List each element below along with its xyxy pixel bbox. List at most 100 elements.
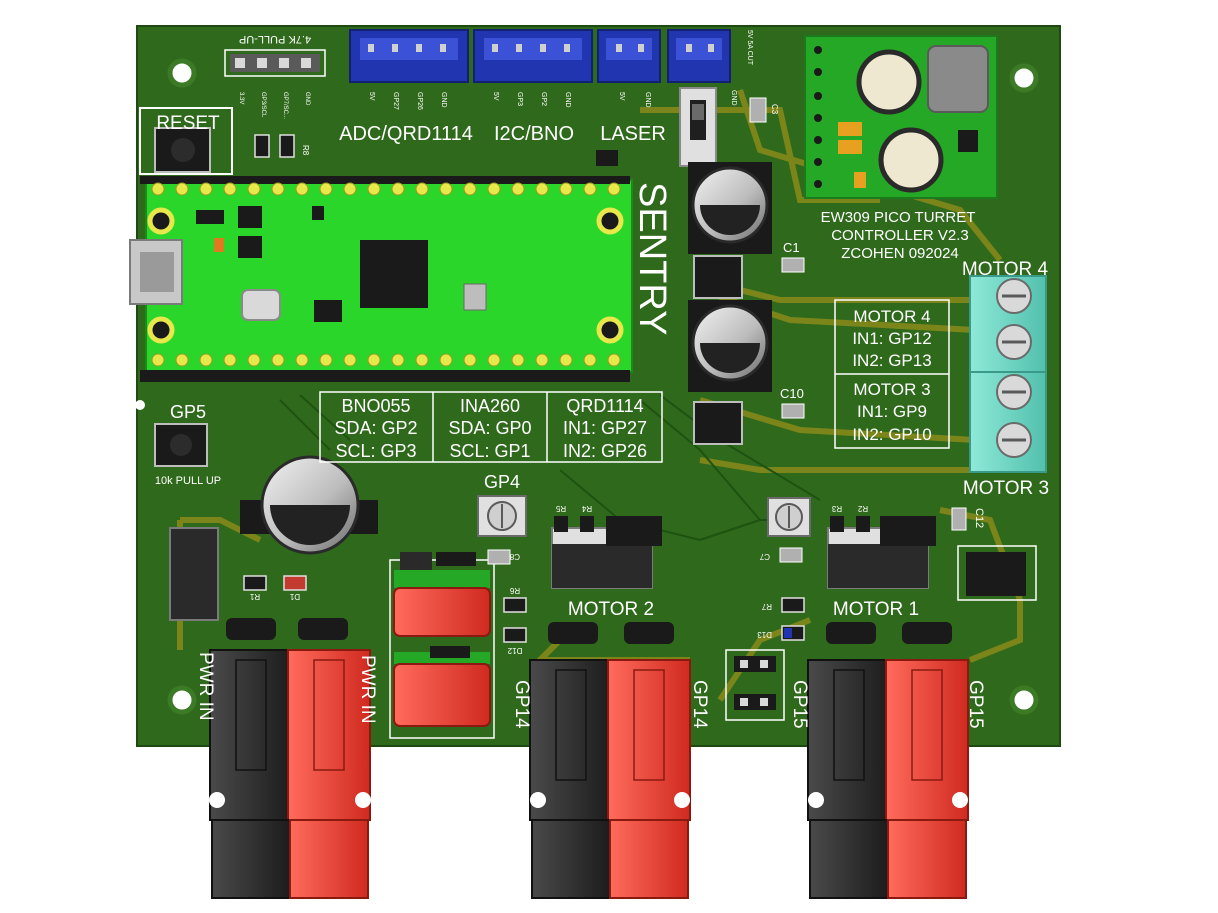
gp14-left: GP14 — [511, 680, 532, 729]
adc-pin-1: 5V — [368, 92, 375, 101]
r8-label: R8 — [301, 145, 310, 156]
motor1-driver: R3 R2 MOTOR 1 — [827, 504, 936, 620]
pico-module — [129, 150, 633, 382]
electrolytic-capacitor — [688, 162, 772, 254]
fuse-block — [169, 527, 219, 621]
pico-mount-hole — [596, 316, 624, 344]
c7-capacitor: C7 — [759, 547, 803, 563]
ina260-chip — [957, 545, 1037, 601]
c7-label: C7 — [759, 552, 770, 561]
c1-label: C1 — [783, 240, 800, 255]
gp15-right: GP15 — [965, 680, 986, 729]
adc-label: ADC/QRD1114 — [339, 123, 473, 145]
d12-diode: D12 — [503, 627, 527, 655]
pullup-pin-1: 3.3V — [238, 92, 244, 104]
terminal-bottom-label: MOTOR 3 — [963, 478, 1049, 499]
c3-capacitor: C3 — [749, 97, 779, 123]
rp2040-chip — [360, 240, 428, 308]
r1-d1: R1 D1 — [243, 575, 307, 601]
electrolytic-capacitor — [240, 455, 378, 555]
laser-pin-1: 5V — [618, 92, 625, 101]
d12-label: D12 — [507, 646, 522, 655]
ina260-row1: SDA: GP0 — [448, 418, 531, 438]
bno055-row1: SDA: GP2 — [334, 418, 417, 438]
gp4-label: GP4 — [484, 472, 520, 492]
pullup-pin-4: GND — [304, 92, 310, 106]
dcdc-module — [804, 35, 998, 199]
motor2-connector[interactable]: GP14 GP14 — [511, 622, 710, 899]
motor2-driver: R5 R4 MOTOR 2 — [551, 504, 662, 620]
motor-table: MOTOR 4 IN1: GP12 IN2: GP13 MOTOR 3 IN1:… — [834, 299, 950, 449]
c3-label: C3 — [770, 104, 779, 115]
c8-capacitor: C8 — [487, 549, 520, 565]
ina260-row2: SCL: GP1 — [449, 441, 530, 461]
pin-table: BNO055 SDA: GP2 SCL: GP3 INA260 SDA: GP0… — [319, 391, 663, 463]
r8-resistors: R8 — [254, 134, 310, 158]
motor-terminal-block[interactable]: MOTOR 4 MOTOR 3 — [962, 259, 1049, 499]
i2c-pin-1: 5V — [492, 92, 499, 101]
pullup-header: 4.7K PULL-UP 3.3V GP3/SCL GP7/SC... GND — [224, 33, 326, 119]
motor1-label: MOTOR 1 — [833, 599, 919, 620]
bno055-row2: SCL: GP3 — [335, 441, 416, 461]
title-line-3: ZCOHEN 092024 — [841, 245, 959, 262]
title-block: EW309 PICO TURRET CONTROLLER V2.3 ZCOHEN… — [821, 209, 976, 262]
motor1-connector[interactable]: GP15 GP15 — [789, 622, 986, 899]
adc-pin-3: GP26 — [416, 92, 423, 110]
d1-label: D1 — [289, 592, 300, 601]
current-sensor-modules — [389, 552, 495, 739]
motor2-label: MOTOR 2 — [568, 599, 654, 620]
ina260-title: INA260 — [460, 396, 520, 416]
gp5-button[interactable]: GP5 10k PULL UP — [154, 402, 221, 487]
title-line-2: CONTROLLER V2.3 — [831, 227, 969, 244]
laser-pin-2: GND — [644, 92, 651, 108]
r2-label: R2 — [857, 504, 868, 513]
motor3-in2: IN2: GP10 — [852, 425, 931, 444]
motor1-pot[interactable] — [767, 497, 811, 537]
d13-label: D13 — [757, 630, 772, 639]
slide-switch[interactable] — [679, 87, 717, 167]
i2c-pin-2: GP3 — [516, 92, 523, 106]
power-connector[interactable]: PWR IN PWR IN — [195, 618, 378, 899]
r5-label: R5 — [555, 504, 566, 513]
motor4-in2: IN2: GP13 — [852, 351, 931, 370]
laser-cut-label: 5V 5A CUT — [746, 30, 753, 66]
qrd1114-title: QRD1114 — [566, 396, 643, 416]
r4-label: R4 — [581, 504, 592, 513]
flash-chip — [238, 206, 262, 228]
d13-diode: D13 — [757, 625, 805, 641]
pico-mount-hole — [147, 207, 175, 235]
pico-mount-hole — [147, 316, 175, 344]
gp5-label: GP5 — [170, 402, 206, 422]
gp4-potentiometer[interactable]: GP4 — [477, 472, 527, 537]
c10-capacitor: C10 — [780, 386, 805, 419]
c1-capacitor: C1 — [781, 240, 805, 273]
qrd1114-row1: IN1: GP27 — [563, 418, 647, 438]
i2c-label: I2C/BNO — [494, 123, 574, 145]
jumper-headers[interactable] — [725, 649, 785, 721]
qrd1114-row2: IN2: GP26 — [563, 441, 647, 461]
laser-header: 5V GND LASER — [597, 29, 666, 145]
r6-label: R6 — [509, 586, 520, 595]
pwr-in-left: PWR IN — [195, 652, 216, 721]
pullup10k-label: 10k PULL UP — [155, 475, 221, 487]
r1-label: R1 — [249, 592, 260, 601]
motor3-title: MOTOR 3 — [853, 380, 930, 399]
pullup-label: 4.7K PULL-UP — [239, 33, 311, 45]
pico-mount-hole — [596, 207, 624, 235]
r6-resistor: R6 — [503, 586, 527, 613]
motor4-in1: IN1: GP12 — [852, 329, 931, 348]
c8-label: C8 — [509, 552, 520, 561]
adc-header: 5V GP27 GP26 GND ADC/QRD1114 — [339, 29, 473, 145]
crystal — [241, 289, 281, 321]
i2c-pin-3: GP2 — [540, 92, 547, 106]
laser-label: LASER — [600, 123, 666, 145]
r3-label: R3 — [831, 504, 842, 513]
pullup-pin-3: GP7/SC... — [282, 92, 288, 119]
c12-label: C12 — [973, 508, 985, 528]
motor4-title: MOTOR 4 — [853, 307, 930, 326]
sentry-label: SENTRY — [631, 182, 673, 335]
driver-ic — [693, 255, 743, 445]
reset-button[interactable]: RESET — [139, 107, 233, 175]
gp14-right: GP14 — [689, 680, 710, 729]
